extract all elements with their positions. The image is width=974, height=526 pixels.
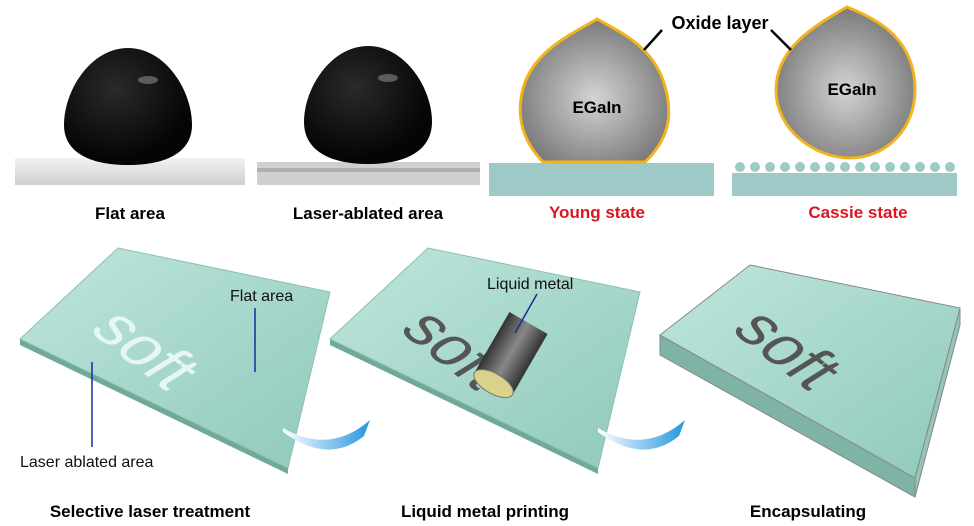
plate-liquid-metal-printing: soft Liquid metal — [329, 247, 641, 474]
photo-flat-area — [15, 30, 245, 185]
photo-laser-ablated-area — [257, 30, 480, 185]
label-cassie-state: Cassie state — [808, 203, 907, 222]
arrow-icon — [598, 420, 685, 450]
step-selective-laser-treatment: Selective laser treatment — [50, 502, 251, 521]
annotation-flat-area: Flat area — [230, 288, 293, 305]
label-young-state: Young state — [549, 203, 645, 222]
cassie-state-schematic: EGaIn — [732, 5, 957, 196]
oxide-layer-label: Oxide layer — [671, 13, 768, 33]
liquid-metal-roller — [473, 311, 548, 399]
step-encapsulating: Encapsulating — [750, 502, 866, 521]
label-flat-area: Flat area — [95, 204, 165, 223]
egain-droplet — [518, 17, 671, 164]
annotation-laser-ablated-area: Laser ablated area — [20, 454, 154, 471]
substrate-textured — [732, 173, 957, 196]
plate-laser-treatment: soft Flat area Laser ablated area — [19, 247, 331, 474]
plate-encapsulated: soft — [659, 264, 961, 498]
young-state-schematic: EGaIn — [489, 17, 714, 196]
oxide-leader-line — [770, 29, 792, 51]
arrow-icon — [283, 420, 370, 450]
droplet-photo — [64, 48, 192, 165]
droplet-photo — [304, 46, 432, 164]
step-liquid-metal-printing: Liquid metal printing — [401, 502, 569, 521]
egain-label: EGaIn — [827, 80, 876, 99]
egain-label: EGaIn — [572, 98, 621, 117]
egain-droplet — [774, 5, 917, 160]
substrate-flat — [489, 163, 714, 196]
label-laser-ablated-area: Laser-ablated area — [293, 204, 444, 223]
annotation-liquid-metal: Liquid metal — [487, 276, 573, 293]
oxide-leader-line — [643, 29, 663, 51]
surface-microstructures — [735, 162, 955, 172]
